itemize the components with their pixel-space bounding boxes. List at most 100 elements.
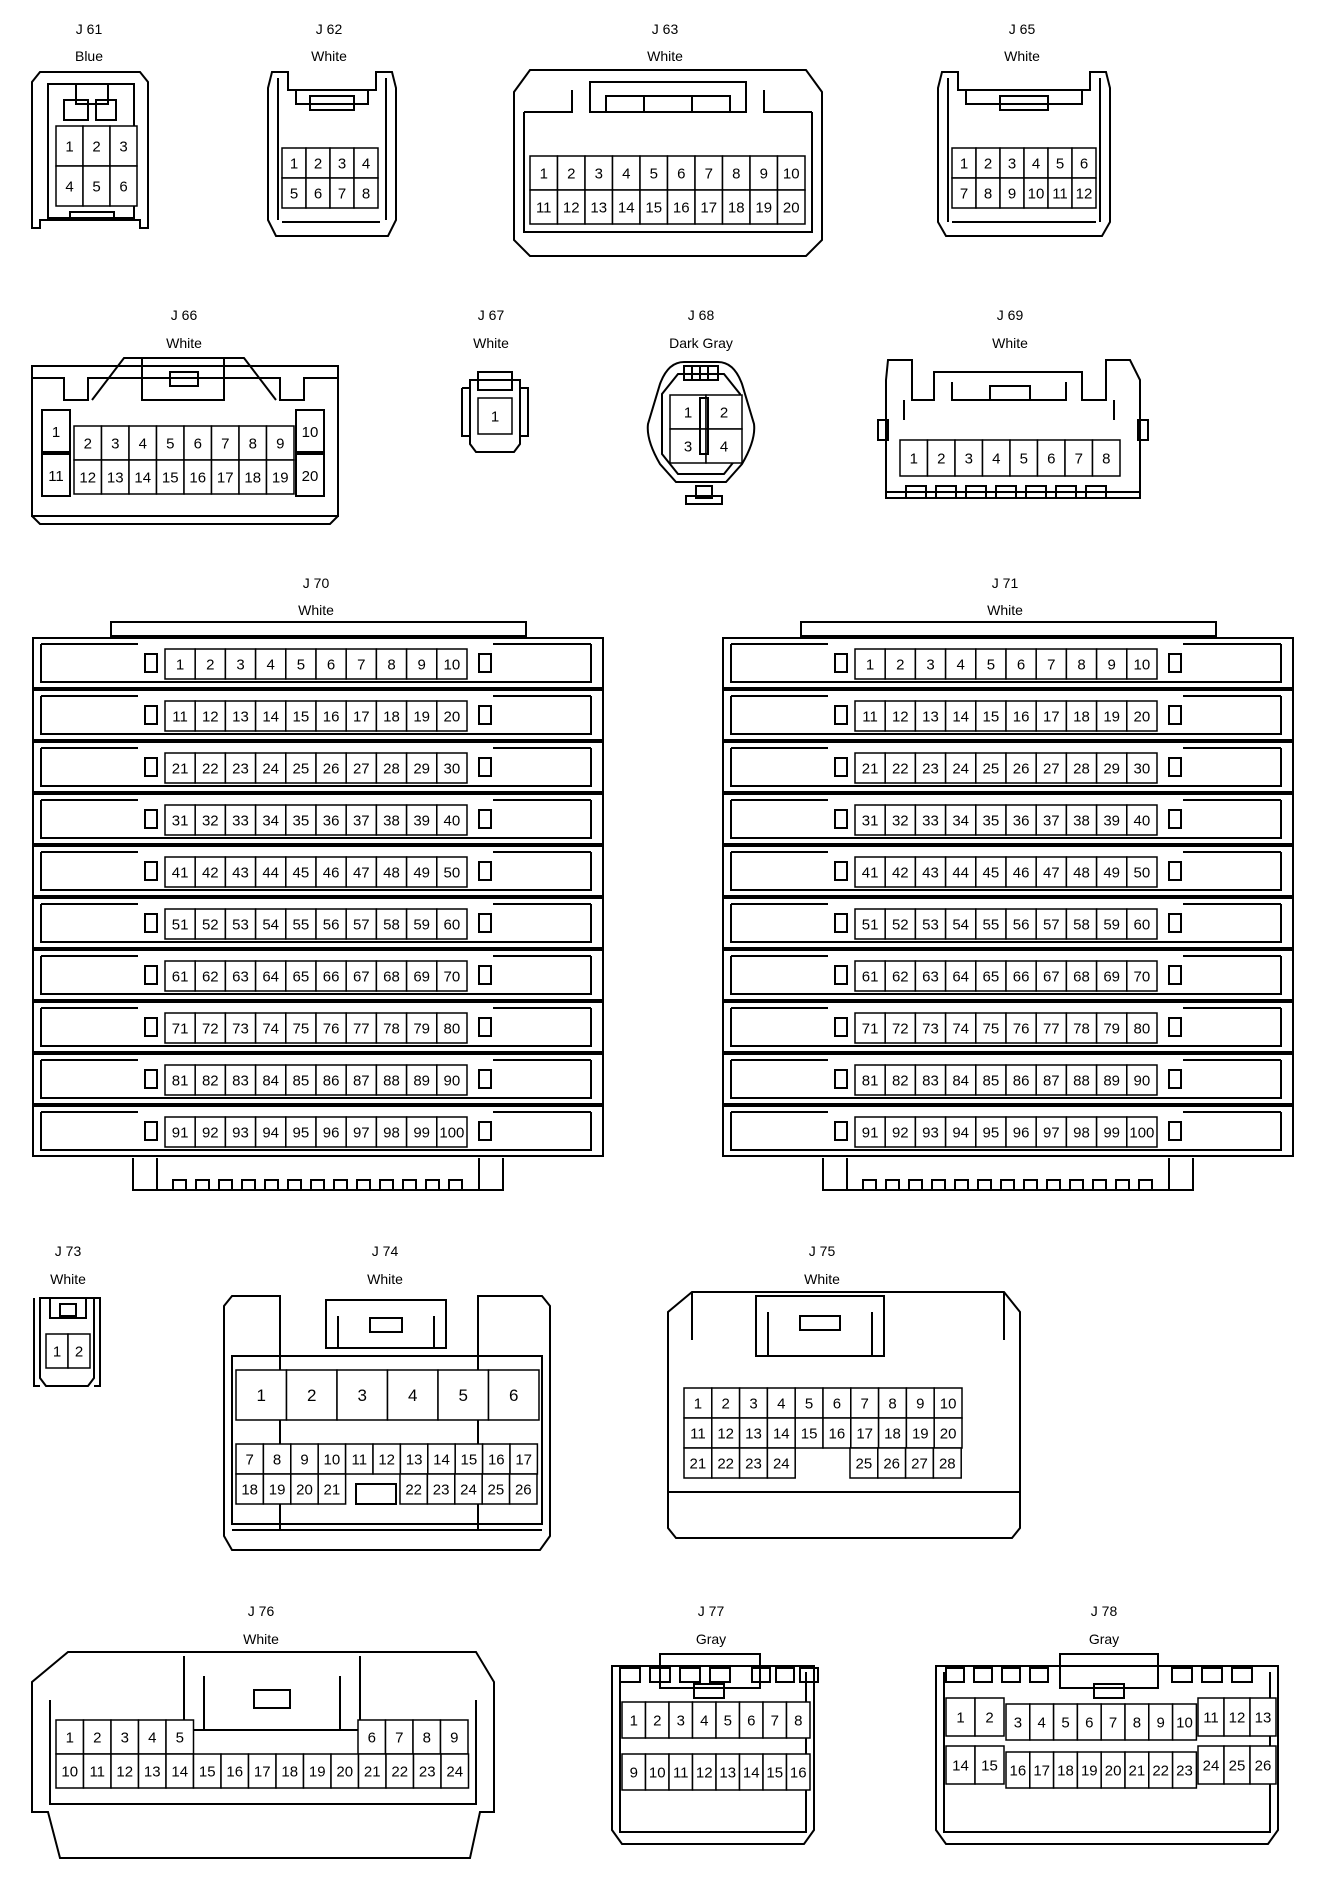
pin-label: 23 — [1176, 1762, 1193, 1779]
pin-label: 36 — [1013, 812, 1030, 829]
pin-cell — [683, 1387, 713, 1419]
pin-label: 43 — [922, 864, 939, 881]
pin-label: 75 — [293, 1020, 310, 1037]
pin-label: 4 — [992, 450, 1000, 467]
pin-label: 14 — [171, 1763, 188, 1780]
pin-label: 17 — [353, 708, 370, 725]
pin-cell — [584, 189, 614, 225]
pin-label: 96 — [323, 1124, 340, 1141]
pin-cell — [345, 752, 378, 784]
pin-cell — [436, 1012, 468, 1044]
pin-cell — [509, 1443, 539, 1475]
pin-label: 21 — [324, 1481, 341, 1498]
pin-cell — [1065, 648, 1098, 680]
pin-label: 14 — [618, 199, 635, 216]
pin-label: 1 — [960, 155, 968, 172]
pin-cell — [265, 459, 295, 495]
pin-label: 3 — [1014, 1714, 1022, 1731]
pin-cell — [1005, 1012, 1037, 1044]
pin-cell — [854, 804, 886, 836]
pin-label: 9 — [276, 435, 284, 452]
pin-cell — [262, 1443, 292, 1475]
pin-cell — [1065, 700, 1098, 732]
pin-cell — [110, 1753, 140, 1789]
connector-color: White — [243, 1631, 279, 1647]
pin-cell — [1126, 1064, 1158, 1096]
pin-label: 24 — [952, 760, 969, 777]
pin-label: 26 — [1013, 760, 1030, 777]
pin-label: 55 — [983, 916, 1000, 933]
pin-label: 14 — [952, 1757, 969, 1774]
pin-cell — [776, 189, 806, 225]
pin-label: 1 — [540, 165, 548, 182]
pin-cell — [556, 155, 586, 191]
pin-cell — [436, 1116, 468, 1148]
pin-label: 69 — [413, 968, 430, 985]
pin-label: 8 — [888, 1395, 896, 1412]
connector-code: J 71 — [991, 575, 1019, 591]
pin-label: 12 — [696, 1764, 713, 1781]
pin-cell — [224, 648, 257, 680]
pin-label: 94 — [952, 1124, 969, 1141]
pin-cell — [194, 1116, 227, 1148]
pin-cell — [850, 1387, 880, 1419]
pin-cell — [375, 752, 408, 784]
pin-cell — [164, 700, 196, 732]
connector-j67: 1 — [461, 371, 529, 453]
pin-cell — [975, 960, 1007, 992]
pin-label: 89 — [1103, 1072, 1120, 1089]
pin-label: 5 — [650, 165, 658, 182]
pin-label: 38 — [1073, 812, 1090, 829]
pin-label: 79 — [413, 1020, 430, 1037]
connector-color: White — [311, 48, 347, 64]
pin-label: 32 — [892, 812, 909, 829]
connector-code: J 65 — [1008, 21, 1036, 37]
pin-label: 2 — [722, 1395, 730, 1412]
pin-label: 5 — [176, 1729, 184, 1746]
pin-cell — [405, 804, 438, 836]
pin-label: 3 — [338, 155, 346, 172]
pin-label: 1 — [65, 138, 73, 155]
pin-cell — [487, 1369, 540, 1421]
pin-label: 94 — [262, 1124, 279, 1141]
pin-label: 6 — [1047, 450, 1055, 467]
pin-cell — [224, 1012, 257, 1044]
pin-label: 19 — [309, 1763, 326, 1780]
pin-cell — [529, 155, 559, 191]
pin-cell — [884, 700, 917, 732]
pin-cell — [1005, 804, 1037, 836]
pin-label: 3 — [749, 1395, 757, 1412]
pin-label: 25 — [488, 1481, 505, 1498]
pin-label: 28 — [383, 760, 400, 777]
pin-label: 9 — [450, 1729, 458, 1746]
pin-label: 16 — [189, 469, 206, 486]
pin-label: 20 — [1134, 708, 1151, 725]
pin-label: 3 — [1008, 155, 1016, 172]
pin-label: 6 — [1085, 1714, 1093, 1731]
pin-label: 21 — [690, 1455, 707, 1472]
pin-label: 88 — [1073, 1072, 1090, 1089]
pin-cell — [137, 1719, 167, 1755]
pin-label: 4 — [720, 438, 728, 455]
pin-cell — [529, 189, 559, 225]
pin-cell — [1035, 1116, 1068, 1148]
pin-cell — [711, 1387, 741, 1419]
pin-cell — [1126, 960, 1158, 992]
pin-label: 8 — [1077, 656, 1085, 673]
pin-label: 16 — [829, 1425, 846, 1442]
pin-label: 15 — [983, 708, 1000, 725]
pin-label: 2 — [307, 1386, 316, 1405]
pin-label: 2 — [206, 656, 214, 673]
pin-cell — [694, 155, 724, 191]
pin-label: 15 — [461, 1451, 478, 1468]
pin-cell — [884, 1012, 917, 1044]
pin-cell — [155, 425, 185, 461]
pin-cell — [285, 752, 317, 784]
pin-cell — [477, 397, 513, 435]
pin-label: 78 — [383, 1020, 400, 1037]
pin-cell — [345, 1012, 378, 1044]
pin-cell — [345, 1116, 378, 1148]
